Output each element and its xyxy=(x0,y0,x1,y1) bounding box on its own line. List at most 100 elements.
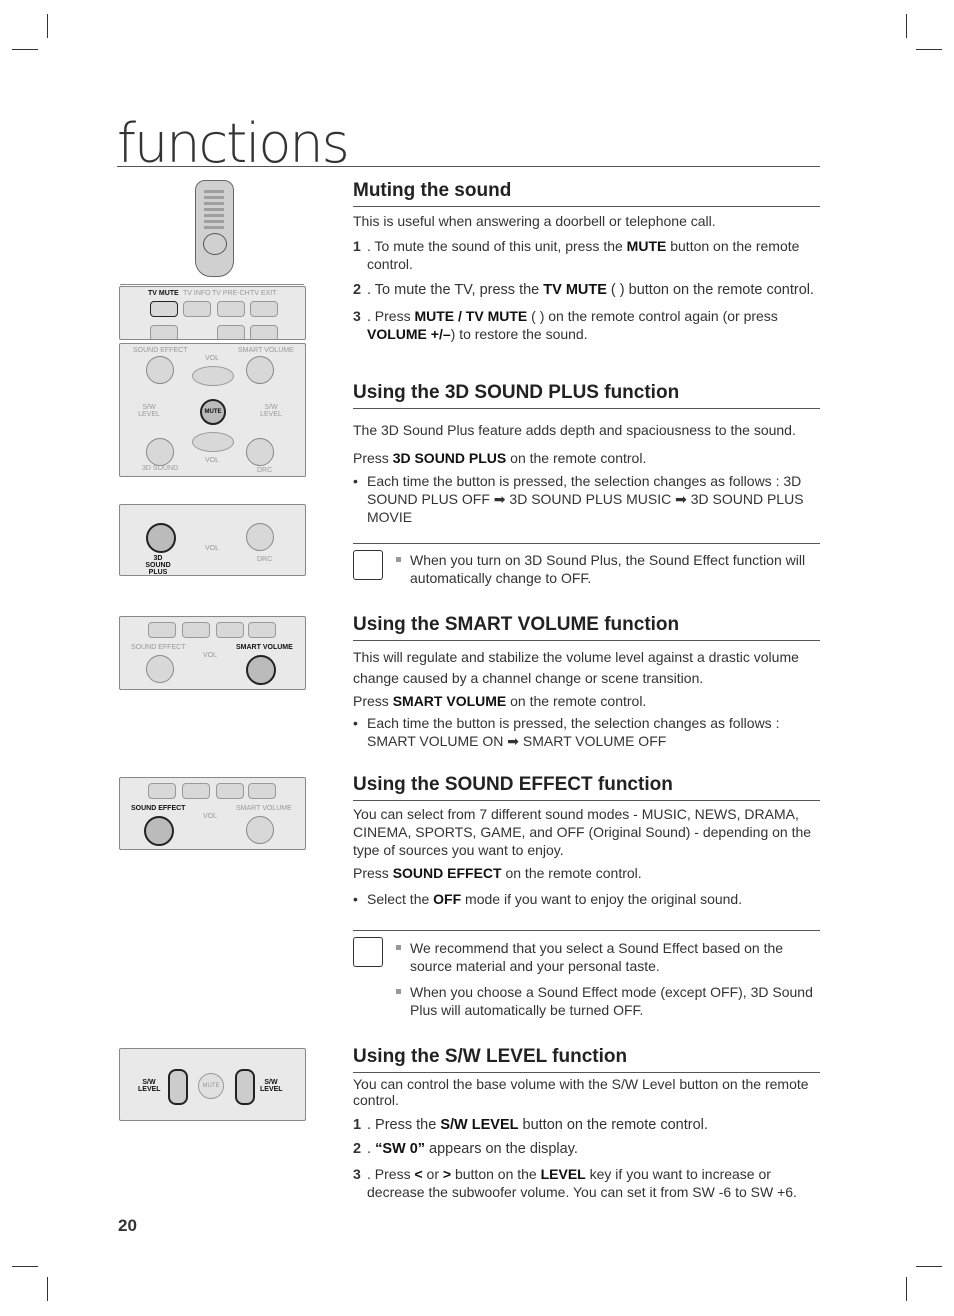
zoom-line xyxy=(120,284,304,285)
title-rule xyxy=(117,166,820,167)
press-instruction: Press 3D SOUND PLUS on the remote contro… xyxy=(353,450,647,466)
vol-label: VOL xyxy=(203,813,218,820)
sw-level-left-label: S/W LEVEL xyxy=(138,404,160,418)
section-intro: This is useful when answering a doorbell… xyxy=(353,213,716,229)
step-2: 2. To mute the TV, press the TV MUTE ( )… xyxy=(353,282,815,298)
drc-button[interactable] xyxy=(246,438,274,466)
sw-level-left-button[interactable] xyxy=(168,1069,188,1105)
crop-mark xyxy=(47,14,48,38)
note-icon xyxy=(353,550,383,580)
stop-button[interactable] xyxy=(182,783,210,799)
tv-prech-label: TV PRE-CH xyxy=(212,290,250,297)
3d-sound-plus-label: 3D SOUND PLUS xyxy=(145,555,171,576)
crop-mark xyxy=(12,49,38,50)
remote-panel-mute: SOUND EFFECT SMART VOLUME VOL S/W LEVEL … xyxy=(119,343,306,477)
sound-effect-label: SOUND EFFECT xyxy=(131,644,186,651)
tv-exit-button[interactable] xyxy=(250,301,278,317)
note-3d-sound: When you turn on 3D Sound Plus, the Soun… xyxy=(353,543,820,590)
section-heading: Using the SOUND EFFECT function xyxy=(353,774,820,801)
remote-panel-smart-volume: SOUND EFFECT SMART VOLUME VOL xyxy=(119,616,306,690)
crop-mark xyxy=(906,14,907,38)
smart-volume-label: SMART VOLUME xyxy=(236,805,292,812)
section-sw-level: Using the S/W LEVEL function You can con… xyxy=(353,1046,820,1201)
crop-mark xyxy=(906,1277,907,1301)
smart-volume-label: SMART VOLUME xyxy=(236,644,293,651)
tv-info-label: TV INFO xyxy=(183,290,211,297)
bullet-item: Each time the button is pressed, the sel… xyxy=(353,472,820,526)
note-icon xyxy=(353,937,383,967)
tv-prech-button[interactable] xyxy=(217,301,245,317)
vol-up-button[interactable] xyxy=(192,366,234,386)
section-intro: You can control the base volume with the… xyxy=(353,1076,809,1108)
crop-mark xyxy=(916,49,942,50)
section-sound-effect: Using the SOUND EFFECT function You can … xyxy=(353,774,820,908)
crop-mark xyxy=(47,1277,48,1301)
drc-label: DRC xyxy=(257,556,273,563)
sw-level-right-button[interactable] xyxy=(235,1069,255,1105)
remote-panel-tv-buttons: TV MUTE TV INFO TV PRE-CH TV EXIT xyxy=(119,286,306,340)
section-intro: You can select from 7 different sound mo… xyxy=(353,806,812,858)
tv-mute-button[interactable] xyxy=(150,301,178,317)
crop-mark xyxy=(916,1266,942,1267)
prev-button[interactable] xyxy=(148,783,176,799)
play-pause-button[interactable] xyxy=(216,622,244,638)
next-button[interactable] xyxy=(250,325,278,339)
smart-volume-button[interactable] xyxy=(246,816,274,844)
smart-volume-button[interactable] xyxy=(246,655,276,685)
mute-button[interactable]: MUTE xyxy=(198,1073,224,1099)
stop-button[interactable] xyxy=(182,622,210,638)
note-item: We recommend that you select a Sound Eff… xyxy=(353,939,820,975)
section-intro: The 3D Sound Plus feature adds depth and… xyxy=(353,422,796,438)
crop-mark xyxy=(12,1266,38,1267)
remote-control-image xyxy=(195,180,234,277)
note-item: When you choose a Sound Effect mode (exc… xyxy=(353,983,820,1019)
section-heading: Using the S/W LEVEL function xyxy=(353,1046,820,1073)
sound-effect-button[interactable] xyxy=(144,816,174,846)
page-number: 20 xyxy=(118,1216,137,1235)
3d-sound-button[interactable] xyxy=(146,438,174,466)
3d-sound-label: 3D SOUND xyxy=(142,465,179,472)
prev-button[interactable] xyxy=(150,325,178,339)
step-3: 3. Press MUTE / TV MUTE ( ) on the remot… xyxy=(353,308,778,342)
section-intro: This will regulate and stabilize the vol… xyxy=(353,649,799,686)
remote-panel-3d-sound: VOL 3D SOUND PLUS DRC xyxy=(119,504,306,576)
sound-effect-button[interactable] xyxy=(146,356,174,384)
drc-button[interactable] xyxy=(246,523,274,551)
3d-sound-plus-button[interactable] xyxy=(146,523,176,553)
vol-label: VOL xyxy=(203,652,218,659)
section-muting: Muting the sound This is useful when ans… xyxy=(353,180,820,343)
next-button[interactable] xyxy=(248,783,276,799)
section-heading: Using the SMART VOLUME function xyxy=(353,614,820,641)
sound-effect-button[interactable] xyxy=(146,655,174,683)
sound-effect-label: SOUND EFFECT xyxy=(133,347,188,354)
vol-down-button[interactable] xyxy=(192,432,234,452)
vol-label: VOL xyxy=(205,355,220,362)
prev-button[interactable] xyxy=(148,622,176,638)
press-instruction: Press SMART VOLUME on the remote control… xyxy=(353,693,647,709)
step-1: 1. Press the S/W LEVEL button on the rem… xyxy=(353,1117,708,1133)
step-3: 3. Press < or > button on the LEVEL key … xyxy=(353,1166,797,1200)
section-smart-volume: Using the SMART VOLUME function This wil… xyxy=(353,614,820,750)
note-sound-effect: We recommend that you select a Sound Eff… xyxy=(353,930,820,1023)
mute-label: MUTE xyxy=(204,409,222,415)
section-heading: Using the 3D SOUND PLUS function xyxy=(353,382,820,409)
section-heading: Muting the sound xyxy=(353,180,820,207)
sound-effect-label: SOUND EFFECT xyxy=(131,805,186,812)
smart-volume-label: SMART VOLUME xyxy=(238,347,294,354)
bullet-item: Each time the button is pressed, the sel… xyxy=(353,714,820,750)
press-instruction: Press SOUND EFFECT on the remote control… xyxy=(353,865,642,881)
play-pause-button[interactable] xyxy=(216,783,244,799)
sw-level-right-label: S/W LEVEL xyxy=(260,404,282,418)
drc-label: DRC xyxy=(257,467,273,474)
next-button[interactable] xyxy=(248,622,276,638)
tv-info-button[interactable] xyxy=(183,301,211,317)
vol-label: VOL xyxy=(205,545,220,552)
tv-exit-label: TV EXIT xyxy=(250,290,277,297)
smart-volume-button[interactable] xyxy=(246,356,274,384)
mute-label: MUTE xyxy=(202,1083,220,1089)
mute-button[interactable]: MUTE xyxy=(200,399,226,425)
section-3d-sound: Using the 3D SOUND PLUS function The 3D … xyxy=(353,382,820,526)
step-1: 1. To mute the sound of this unit, press… xyxy=(353,238,800,272)
sw-level-right-label: S/W LEVEL xyxy=(260,1079,283,1093)
play-pause-button[interactable] xyxy=(217,325,245,339)
